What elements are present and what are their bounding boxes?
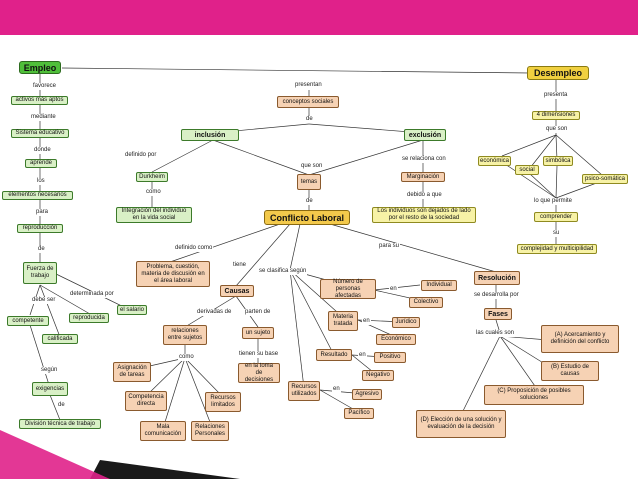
node-relaciones-sujetos: relaciones entre sujetos	[163, 325, 207, 345]
label-debe-ser: debe ser	[31, 297, 57, 304]
node-un-sujeto: un sujeto	[242, 327, 274, 339]
node-negativo: Negativo	[362, 370, 394, 381]
slide-corner-decoration	[0, 430, 240, 479]
node-reproduccion: reproducción	[17, 224, 63, 233]
label-para: para	[35, 209, 50, 216]
label-derivadas-de: derivadas de	[196, 309, 233, 316]
label-se-relaciona-con: se relaciona con	[401, 156, 447, 163]
node-inclusion: inclusión	[181, 129, 239, 141]
node-4-dimensiones: 4 dimensiones	[532, 111, 580, 120]
node-elementos: elementos necesarios	[2, 191, 73, 200]
node-recursos-utilizados: Recursos utilizados	[288, 381, 320, 401]
node-fase-d: (D) Elección de una solución y evaluació…	[416, 410, 506, 438]
node-fase-c: (C) Proposición de posibles soluciones	[484, 385, 584, 405]
label-como-2: como	[178, 354, 195, 361]
node-conceptos-sociales: conceptos sociales	[277, 96, 339, 108]
node-fase-a: (A) Acercamiento y definición del confli…	[541, 325, 619, 353]
node-competencia-directa: Competencia directa	[125, 391, 167, 411]
label-debido-a-que: debido a que	[406, 192, 443, 199]
node-reproducida: reproducida	[69, 313, 109, 323]
top-banner	[0, 0, 638, 35]
node-toma-decisiones: en la toma de decisiones	[238, 363, 280, 383]
node-salario: el salario	[117, 305, 147, 315]
node-mala-comunicacion: Mala comunicación	[140, 421, 186, 441]
node-individual: Individual	[421, 280, 457, 291]
node-pacifico: Pacífico	[344, 408, 374, 419]
label-tienen-su-base: tienen su base	[238, 351, 280, 358]
node-division-tecnica: División técnica de trabajo	[19, 419, 101, 429]
node-marginacion: Marginación	[401, 172, 445, 182]
node-agresivo: Agresivo	[352, 389, 382, 400]
node-recursos-limitados: Recursos limitados	[205, 392, 241, 412]
node-conflicto-laboral: Conflicto Laboral	[264, 210, 350, 225]
node-aprende: aprende	[25, 159, 57, 168]
label-donde: donde	[33, 147, 52, 154]
label-parten-de: parten de	[244, 309, 272, 316]
label-lo-que-permite: lo que permite	[533, 198, 574, 205]
node-fases: Fases	[484, 308, 512, 320]
label-en: en	[389, 286, 398, 293]
label-de: de	[37, 246, 46, 253]
node-integracion: Integración del individuo en la vida soc…	[116, 207, 192, 223]
label-definido-por: definido por	[124, 152, 158, 159]
label-presenta: presenta	[543, 92, 569, 99]
node-materia-tratada: Materia tratada	[328, 311, 358, 331]
node-calificada: calificada	[42, 334, 78, 344]
node-numero-personas: Número de personas afectadas	[320, 279, 376, 299]
label-las-cuales-son: las cuales son	[475, 330, 516, 337]
label-como: como	[145, 189, 162, 196]
node-sistema-educativo: Sistema educativo	[11, 129, 69, 138]
node-exclusion: exclusión	[404, 129, 446, 141]
label-de-3: de	[305, 116, 314, 123]
node-positivo: Positivo	[374, 352, 406, 363]
node-activos: activos más aptos	[11, 96, 68, 105]
node-exigencias: exigencias	[32, 382, 68, 396]
node-durkheim: Durkheim	[136, 172, 168, 182]
node-temas: temas	[297, 174, 321, 190]
node-desempleo: Desempleo	[527, 66, 589, 80]
node-simbolica: simbólica	[543, 156, 573, 166]
label-para-su: para su	[378, 243, 401, 250]
label-de-2: de	[57, 402, 66, 409]
node-resolucion: Resolución	[474, 271, 520, 285]
label-tiene: tiene	[232, 262, 248, 269]
node-psico-somatica: psico-somática	[582, 174, 628, 184]
label-definido-como: definido como	[174, 245, 214, 252]
node-economica: económica	[478, 156, 511, 166]
node-competente: competente	[7, 316, 49, 326]
label-que-son: que son	[300, 163, 324, 170]
node-asignacion-tareas: Asignación de tareas	[113, 362, 151, 382]
label-presentan: presentan	[294, 82, 323, 89]
node-fase-b: (B) Estudio de causas	[541, 361, 599, 381]
label-determinada-por: determinada por	[69, 291, 115, 298]
node-fuerza-trabajo: Fuerza de trabajo	[23, 262, 57, 284]
label-de-4: de	[305, 198, 314, 205]
label-se-desarrolla-por: se desarrolla por	[473, 292, 520, 299]
label-su: su	[552, 230, 561, 237]
node-comprender: comprender	[534, 212, 578, 222]
node-individuos-dejados: Los individuos son dejados de lado por e…	[372, 207, 476, 223]
label-en-2: en	[362, 318, 371, 325]
node-colectivo: Colectivo	[409, 297, 443, 308]
node-juridico: Jurídico	[392, 317, 420, 328]
slide-background	[0, 35, 638, 479]
label-favorece: favorece	[32, 83, 58, 90]
node-relaciones-personales: Relaciones Personales	[191, 421, 229, 441]
label-que-son-2: que son	[545, 126, 569, 133]
node-empleo: Empleo	[19, 61, 61, 74]
label-en-3: en	[358, 352, 367, 359]
node-causas: Causas	[220, 285, 254, 297]
label-se-clasifica-segun: se clasifica según	[258, 268, 308, 275]
node-problema: Problema, cuestión, materia de discusión…	[136, 261, 210, 287]
node-complejidad: complejidad y multicipilidad	[517, 244, 597, 254]
node-economico: Económico	[376, 334, 416, 345]
node-resultado: Resultado	[316, 349, 352, 361]
label-segun: según	[40, 367, 59, 374]
label-mediante: mediante	[30, 114, 57, 121]
label-los: los	[36, 178, 46, 185]
label-en-4: en	[332, 386, 341, 393]
node-social: social	[515, 165, 539, 175]
